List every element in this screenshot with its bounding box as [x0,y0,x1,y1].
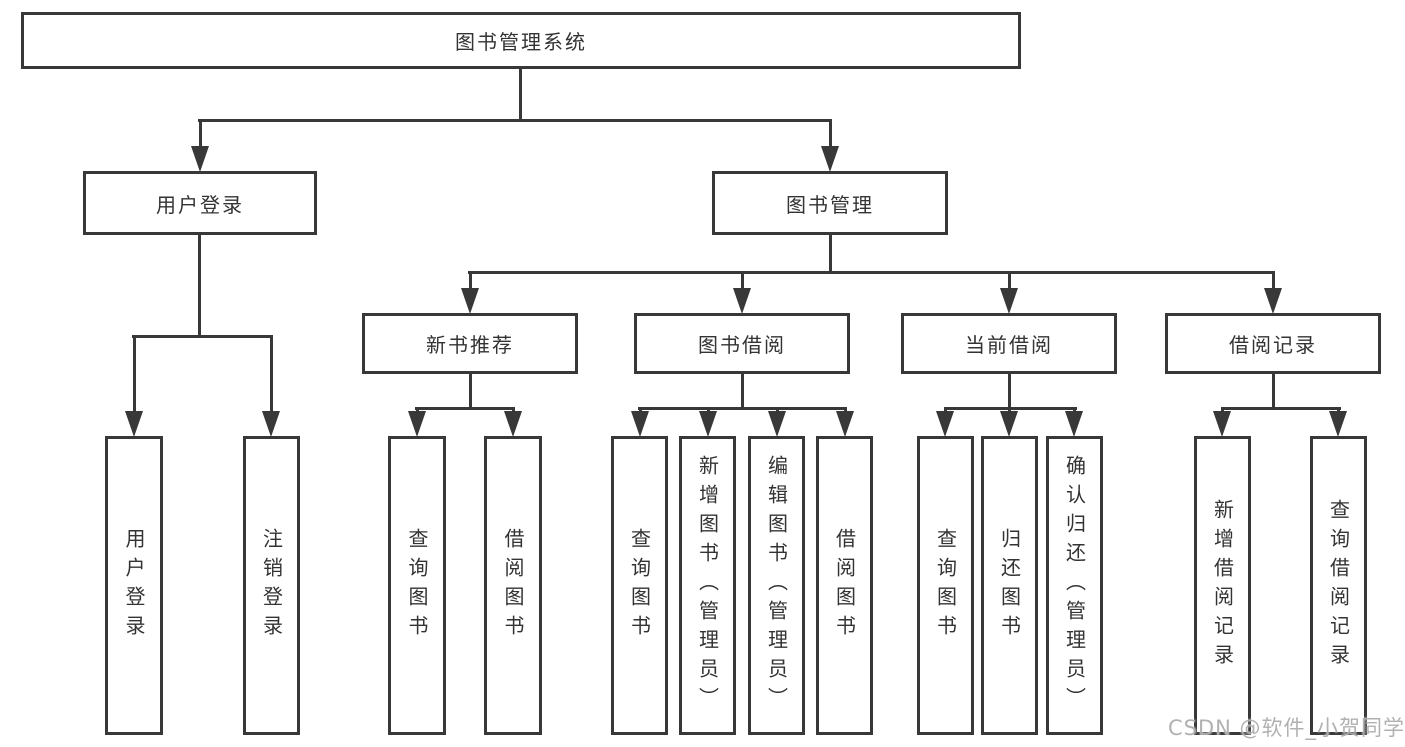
connector-line [133,335,136,414]
leaf-current-confirm-return-admin: 确认归还（管理员） [1046,436,1103,735]
node-library-system: 图书管理系统 [21,12,1021,69]
watermark: CSDN @软件_小贺同学 [1168,716,1405,740]
leaf-borrow-edit-books-admin: 编辑图书（管理员） [748,436,805,735]
leaf-borrow-borrow-books-label: 借阅图书 [832,527,857,644]
node-current-borrowing: 当前借阅 [901,313,1117,374]
arrow-down-icon [408,411,426,437]
leaf-borrow-edit-books-admin-label: 编辑图书（管理员） [764,455,789,716]
connector-line [132,335,273,338]
connector-line [1272,271,1275,290]
connector-line [469,271,472,290]
connector-line [829,119,832,148]
arrow-down-icon [504,411,522,437]
node-book-management: 图书管理 [712,171,948,235]
leaf-borrow-add-books-admin: 新增图书（管理员） [679,436,736,735]
connector-line [198,119,832,122]
leaf-current-query-books-label: 查询图书 [933,527,958,644]
node-user-login: 用户登录 [83,171,317,235]
leaf-records-add-record-label: 新增借阅记录 [1210,498,1235,673]
node-borrowing-records: 借阅记录 [1165,313,1381,374]
connector-line [741,271,744,290]
node-user-login-label: 用户登录 [156,192,244,217]
connector-line [1008,374,1011,410]
leaf-current-return-books-label: 归还图书 [997,527,1022,644]
connector-line [829,235,832,274]
leaf-user-login-label: 用户登录 [122,527,146,644]
leaf-newbook-query-books: 查询图书 [388,436,446,735]
node-library-system-label: 图书管理系统 [455,30,587,54]
connector-line [638,407,847,410]
connector-line [1272,374,1275,410]
leaf-records-query-record: 查询借阅记录 [1310,436,1367,735]
leaf-logout: 注销登录 [243,436,300,735]
arrow-down-icon [125,411,143,437]
leaf-current-query-books: 查询图书 [917,436,974,735]
leaf-newbook-borrow-books-label: 借阅图书 [501,527,525,644]
arrow-down-icon [733,288,751,314]
connector-line [1221,407,1341,410]
arrow-down-icon [836,411,854,437]
leaf-newbook-borrow-books: 借阅图书 [484,436,542,735]
arrow-down-icon [1329,411,1347,437]
arrow-down-icon [1000,288,1018,314]
leaf-user-login: 用户登录 [105,436,163,735]
arrow-down-icon [936,411,954,437]
node-book-borrowing-label: 图书借阅 [698,333,786,357]
leaf-borrow-query-books-label: 查询图书 [627,527,652,644]
arrow-down-icon [1213,411,1231,437]
node-new-book-recommend-label: 新书推荐 [426,333,514,357]
arrow-down-icon [1065,411,1083,437]
arrow-down-icon [1000,411,1018,437]
arrow-down-icon [821,146,839,172]
leaf-newbook-query-books-label: 查询图书 [405,527,429,644]
connector-line [519,68,522,122]
leaf-borrow-query-books: 查询图书 [611,436,668,735]
leaf-borrow-borrow-books: 借阅图书 [816,436,873,735]
leaf-records-query-record-label: 查询借阅记录 [1326,498,1351,673]
arrow-down-icon [699,411,717,437]
node-borrowing-records-label: 借阅记录 [1229,333,1317,357]
arrow-down-icon [191,146,209,172]
connector-line [1008,271,1011,290]
arrow-down-icon [1264,288,1282,314]
node-book-borrowing: 图书借阅 [634,313,850,374]
connector-line [415,407,515,410]
leaf-borrow-add-books-admin-label: 新增图书（管理员） [695,455,720,716]
arrow-down-icon [631,411,649,437]
connector-line [270,335,273,414]
arrow-down-icon [262,411,280,437]
connector-line [198,235,201,338]
arrow-down-icon [768,411,786,437]
connector-line [469,374,472,410]
leaf-current-confirm-return-admin-label: 确认归还（管理员） [1062,455,1087,716]
leaf-logout-label: 注销登录 [259,527,284,644]
connector-line [468,271,1275,274]
leaf-records-add-record: 新增借阅记录 [1194,436,1251,735]
leaf-current-return-books: 归还图书 [981,436,1038,735]
node-current-borrowing-label: 当前借阅 [965,333,1053,357]
node-new-book-recommend: 新书推荐 [362,313,578,374]
node-book-management-label: 图书管理 [786,192,874,217]
connector-line [741,374,744,410]
arrow-down-icon [461,288,479,314]
connector-line [199,119,202,148]
